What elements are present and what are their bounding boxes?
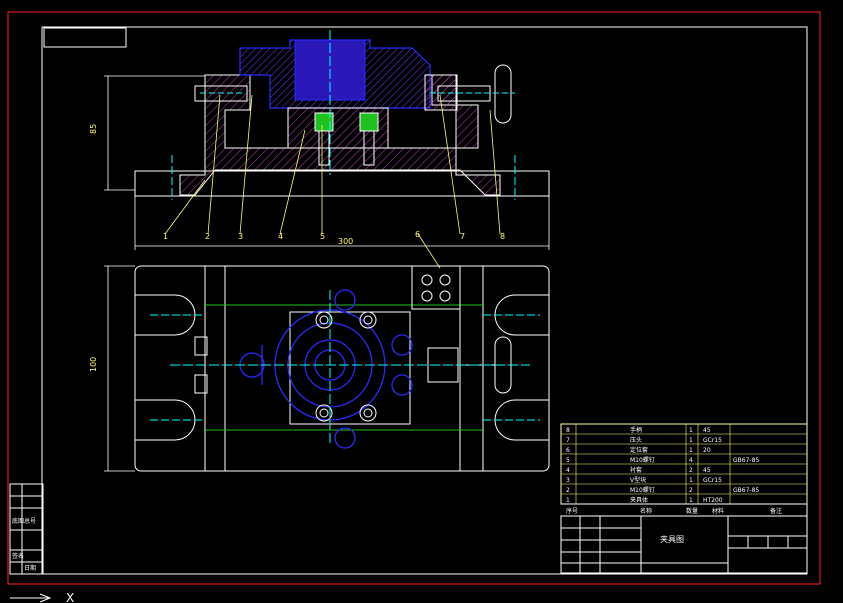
bom-cell-standard: GB67-85 [733, 457, 759, 464]
balloon-2: 2 [205, 232, 210, 241]
screw-left [314, 112, 334, 166]
bom-cell-name: 夹具体 [630, 496, 648, 504]
bom-cell-qty: 1 [689, 437, 693, 444]
bom-header-remark: 备注 [770, 507, 782, 515]
bom-cell-material: 45 [703, 427, 711, 434]
bom-cell-no: 5 [566, 457, 570, 464]
bom-cell-name: 定位套 [630, 446, 648, 454]
bom-cell-no: 2 [566, 487, 570, 494]
bom-cell-no: 6 [566, 447, 570, 454]
dim-width-front [134, 196, 550, 250]
bom-cell-qty: 2 [689, 467, 693, 474]
bom-cell-standard: GB67-85 [733, 487, 759, 494]
bom-cell-name: 衬套 [630, 466, 642, 474]
dim-width-front-text: 300 [338, 237, 353, 246]
leader-lines [164, 94, 501, 269]
bom-cell-qty: 1 [689, 497, 693, 504]
bom-cell-qty: 2 [689, 487, 693, 494]
left-screw-top [194, 336, 208, 394]
title-box-top-left [43, 27, 127, 48]
balloon-3: 3 [238, 232, 243, 241]
balloon-7: 7 [460, 232, 465, 241]
bom-cell-material: 20 [703, 447, 711, 454]
bom-cell-no: 4 [566, 467, 570, 474]
bom-cell-qty: 4 [689, 457, 693, 464]
bom-cell-material: HT200 [703, 497, 723, 504]
dim-height-top [104, 265, 135, 472]
sheet-frame [7, 11, 821, 585]
bom-cell-no: 3 [566, 477, 570, 484]
strip-label-5: 签名 [12, 552, 24, 560]
left-clamp-screw [194, 85, 248, 102]
balloon-5: 5 [320, 232, 325, 241]
ucs-x-label: X [66, 591, 74, 603]
bom-cell-no: 8 [566, 427, 570, 434]
ucs-icon [10, 593, 52, 603]
bom-cell-material: 45 [703, 467, 711, 474]
bom-cell-material: GCr15 [703, 477, 722, 484]
top-view: 100 [89, 265, 550, 472]
bom-cell-no: 7 [566, 437, 570, 444]
bom-cell-material: GCr15 [703, 437, 722, 444]
dim-height-front [104, 75, 205, 191]
bom-header-no: 序号 [566, 507, 578, 515]
base-plate [134, 170, 550, 197]
bom-cell-qty: 1 [689, 447, 693, 454]
bom-cell-name: 压头 [630, 436, 642, 444]
balloon-1: 1 [163, 232, 168, 241]
title-block [560, 515, 808, 574]
bom-header-qty: 数量 [686, 507, 698, 515]
top-base-outline [134, 265, 550, 472]
fixture-body-section [179, 74, 501, 196]
left-strip-labels: 底图总号 签名 日期 [12, 517, 36, 572]
locating-plate [411, 265, 461, 310]
top-screws [315, 311, 377, 422]
bom-cell-qty: 1 [689, 427, 693, 434]
bom-cell-name: V型块 [630, 476, 646, 484]
balloon-labels: 1 2 3 4 5 6 7 8 [163, 230, 505, 241]
screw-right [359, 112, 379, 166]
handle-wheel [494, 64, 512, 124]
bom-header-name: 名称 [640, 507, 652, 515]
dim-height-top-text: 100 [89, 357, 98, 372]
balloon-6: 6 [415, 230, 420, 239]
bom-cell-qty: 1 [689, 477, 693, 484]
strip-label-6: 日期 [24, 564, 36, 572]
strip-label-3: 底图总号 [12, 517, 36, 525]
bom-header-material: 材料 [712, 507, 724, 515]
dim-height-front-text: 85 [89, 124, 98, 134]
balloon-8: 8 [500, 232, 505, 241]
balloon-4: 4 [278, 232, 283, 241]
bom-cell-name: M10螺钉 [630, 486, 655, 494]
left-revision-strip [9, 483, 44, 575]
bom-cell-name: 手柄 [630, 426, 642, 434]
bom-header: 序号 名称 数量 材料 备注 [566, 507, 782, 515]
v-block-top [289, 311, 411, 425]
front-view: 85 300 1 2 3 4 5 6 7 8 [89, 30, 550, 269]
bom-cell-name: M10螺钉 [630, 456, 655, 464]
drawing-name: 夹具图 [660, 534, 684, 544]
bom-cell-no: 1 [566, 497, 570, 504]
